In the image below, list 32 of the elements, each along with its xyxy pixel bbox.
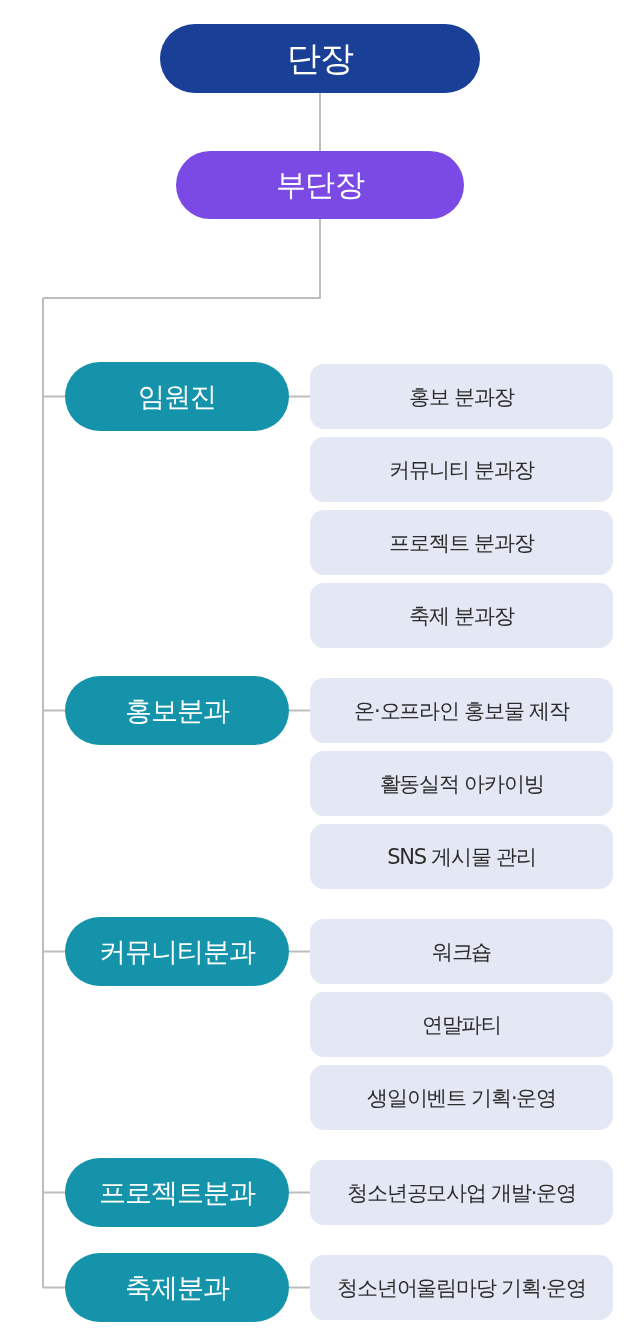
duty-box: 청소년어울림마당 기획·운영: [310, 1255, 613, 1320]
connector-line: [288, 709, 311, 712]
division-pill: 홍보분과: [65, 676, 289, 745]
duty-box: SNS 게시물 관리: [310, 824, 613, 889]
duty-box: 청소년공모사업 개발·운영: [310, 1160, 613, 1225]
connector-line: [288, 1286, 311, 1289]
duty-box: 활동실적 아카이빙: [310, 751, 613, 816]
connector-line: [42, 218, 321, 299]
head-pill: 단장: [160, 24, 480, 93]
duty-box: 커뮤니티 분과장: [310, 437, 613, 502]
division-pill: 커뮤니티분과: [65, 917, 289, 986]
connector-line: [42, 297, 44, 1289]
connector-line: [319, 92, 321, 152]
connector-line: [288, 395, 311, 398]
connector-line: [288, 1191, 311, 1194]
duty-box: 생일이벤트 기획·운영: [310, 1065, 613, 1130]
connector-line: [42, 950, 66, 953]
connector-line: [42, 395, 66, 398]
division-pill: 임원진: [65, 362, 289, 431]
division-pill: 프로젝트분과: [65, 1158, 289, 1227]
connector-line: [42, 1191, 66, 1194]
duty-box: 프로젝트 분과장: [310, 510, 613, 575]
connector-line: [42, 709, 66, 712]
connector-line: [42, 1286, 66, 1289]
duty-box: 축제 분과장: [310, 583, 613, 648]
duty-box: 연말파티: [310, 992, 613, 1057]
duty-box: 워크숍: [310, 919, 613, 984]
deputy-pill: 부단장: [176, 151, 464, 219]
duty-box: 홍보 분과장: [310, 364, 613, 429]
division-pill: 축제분과: [65, 1253, 289, 1322]
duty-box: 온·오프라인 홍보물 제작: [310, 678, 613, 743]
connector-line: [288, 950, 311, 953]
